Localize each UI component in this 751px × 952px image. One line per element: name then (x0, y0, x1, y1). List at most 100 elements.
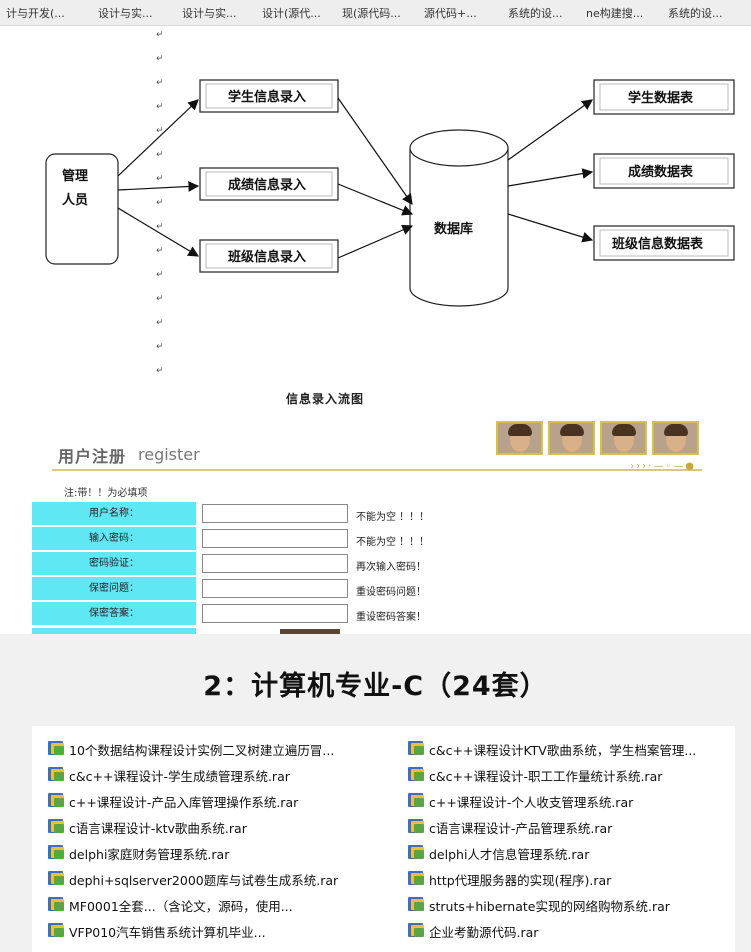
form-row-password: 输入密码： 不能为空 ！！！ (32, 527, 592, 551)
section-title: 2：计算机专业-C（24套） (0, 664, 751, 703)
password-input[interactable] (202, 529, 348, 548)
output-box-score: 成绩数据表 (594, 154, 734, 188)
list-item[interactable]: c++课程设计-产品入库管理操作系统.rar (48, 790, 378, 812)
list-item[interactable]: delphi家庭财务管理系统.rar (48, 842, 378, 864)
flow-arrow (118, 208, 198, 256)
tab-6[interactable]: 源代码+... (424, 5, 477, 21)
username-input[interactable] (202, 504, 348, 523)
register-header: 用户注册 register ›››·—◦—● (52, 431, 702, 477)
input-box-class: 班级信息录入 (200, 240, 338, 272)
list-item[interactable]: VFP010汽车销售系统计算机毕业... (48, 920, 378, 942)
form-row-username: 用户名称： 不能为空 ！！！ (32, 502, 592, 526)
rar-archive-icon (408, 845, 425, 859)
field-label: 保密问题： (32, 577, 196, 601)
field-hint: 不能为空 ！！！ (356, 533, 429, 548)
actor-label-line2: 人员 (62, 192, 88, 208)
flow-arrow (338, 226, 412, 258)
field-label: 密码验证： (32, 552, 196, 576)
submit-button[interactable] (280, 629, 340, 634)
form-label-column-tail (32, 628, 196, 634)
photo-icon (496, 421, 543, 455)
data-flow-diagram: 管理 人员 学生信息录入 成绩信息录入 班级信息录入 数据库 学生 (0, 26, 751, 426)
input-label-student: 学生信息录入 (228, 89, 306, 105)
list-item[interactable]: c语言课程设计-ktv歌曲系统.rar (48, 816, 378, 838)
photo-icon (548, 421, 595, 455)
photo-icon (600, 421, 647, 455)
output-box-class: 班级信息数据表 (594, 226, 734, 260)
rar-archive-icon (48, 793, 65, 807)
rar-archive-icon (408, 741, 425, 755)
output-label-class: 班级信息数据表 (612, 236, 704, 252)
database-label: 数据库 (434, 221, 473, 237)
rar-archive-icon (48, 767, 65, 781)
header-divider (52, 469, 702, 471)
output-label-student: 学生数据表 (628, 90, 694, 106)
list-item[interactable]: 10个数据结构课程设计实例二叉树建立遍历冒... (48, 738, 378, 760)
field-hint: 不能为空 ！！！ (356, 508, 429, 523)
tab-3[interactable]: 设计与实... (182, 5, 237, 21)
rar-archive-icon (48, 741, 65, 755)
tab-2[interactable]: 设计与实... (98, 5, 153, 21)
actor-label-line1: 管理 (62, 168, 88, 184)
list-item[interactable]: c&c++课程设计-职工工作量统计系统.rar (408, 764, 730, 786)
form-row-security-answer: 保密答案： 重设密码答案！ (32, 602, 592, 626)
field-label: 保密答案： (32, 602, 196, 626)
browser-tab-strip: 计与开发(... 设计与实... 设计与实... 设计(源代... 现(源代码.… (0, 0, 751, 26)
register-title: 用户注册 (58, 443, 126, 467)
rar-archive-icon (48, 845, 65, 859)
tab-8[interactable]: ne构建搜... (586, 5, 643, 21)
rar-archive-icon (48, 871, 65, 885)
database-cylinder: 数据库 (410, 130, 508, 306)
output-box-student: 学生数据表 (594, 80, 734, 114)
form-row-security-question: 保密问题： 重设密码问题！ (32, 577, 592, 601)
rar-archive-icon (48, 819, 65, 833)
password-confirm-input[interactable] (202, 554, 348, 573)
rar-archive-icon (408, 871, 425, 885)
tab-5[interactable]: 现(源代码... (342, 5, 401, 21)
flow-arrow (508, 100, 592, 160)
tab-9[interactable]: 系统的设... (668, 5, 723, 21)
file-list: 10个数据结构课程设计实例二叉树建立遍历冒... c&c++课程设计-学生成绩管… (32, 726, 735, 952)
photo-icon (652, 421, 699, 455)
list-item[interactable]: delphi人才信息管理系统.rar (408, 842, 730, 864)
required-note: 注:带！！为必填项 (64, 484, 147, 499)
field-hint: 重设密码问题！ (356, 583, 426, 598)
header-photos (496, 421, 702, 457)
tab-1[interactable]: 计与开发(... (6, 5, 65, 21)
list-item[interactable]: c++课程设计-个人收支管理系统.rar (408, 790, 730, 812)
form-row-password-confirm: 密码验证： 再次输入密码！ (32, 552, 592, 576)
rar-archive-icon (48, 923, 65, 937)
list-item[interactable]: struts+hibernate实现的网络购物系统.rar (408, 894, 730, 916)
input-label-class: 班级信息录入 (228, 249, 306, 265)
field-hint: 再次输入密码！ (356, 558, 426, 573)
field-label: 用户名称： (32, 502, 196, 526)
field-label: 输入密码： (32, 527, 196, 551)
flow-arrow (508, 172, 592, 186)
list-item[interactable]: http代理服务器的实现(程序).rar (408, 868, 730, 890)
security-question-input[interactable] (202, 579, 348, 598)
list-item[interactable]: MF0001全套...（含论文，源码，使用... (48, 894, 378, 916)
diagram-caption: 信息录入流图 (286, 390, 364, 407)
tab-7[interactable]: 系统的设... (508, 5, 563, 21)
flow-arrow (118, 186, 198, 190)
input-box-student: 学生信息录入 (200, 80, 338, 112)
list-item[interactable]: c&c++课程设计-学生成绩管理系统.rar (48, 764, 378, 786)
rar-archive-icon (408, 767, 425, 781)
list-item[interactable]: 企业考勤源代码.rar (408, 920, 730, 942)
register-subtitle: register (138, 445, 200, 464)
list-item[interactable]: dephi+sqlserver2000题库与试卷生成系统.rar (48, 868, 378, 890)
rar-archive-icon (408, 793, 425, 807)
flow-arrow (118, 100, 198, 176)
input-box-score: 成绩信息录入 (200, 168, 338, 200)
tab-4[interactable]: 设计(源代... (262, 5, 321, 21)
rar-archive-icon (48, 897, 65, 911)
input-label-score: 成绩信息录入 (228, 177, 306, 193)
decorative-arrows-icon: ›››·—◦—● (630, 461, 696, 472)
rar-archive-icon (408, 819, 425, 833)
security-answer-input[interactable] (202, 604, 348, 623)
list-item[interactable]: c语言课程设计-产品管理系统.rar (408, 816, 730, 838)
field-hint: 重设密码答案！ (356, 608, 426, 623)
list-item[interactable]: c&c++课程设计KTV歌曲系统，学生档案管理... (408, 738, 730, 760)
flow-arrow (508, 214, 592, 240)
rar-archive-icon (408, 897, 425, 911)
